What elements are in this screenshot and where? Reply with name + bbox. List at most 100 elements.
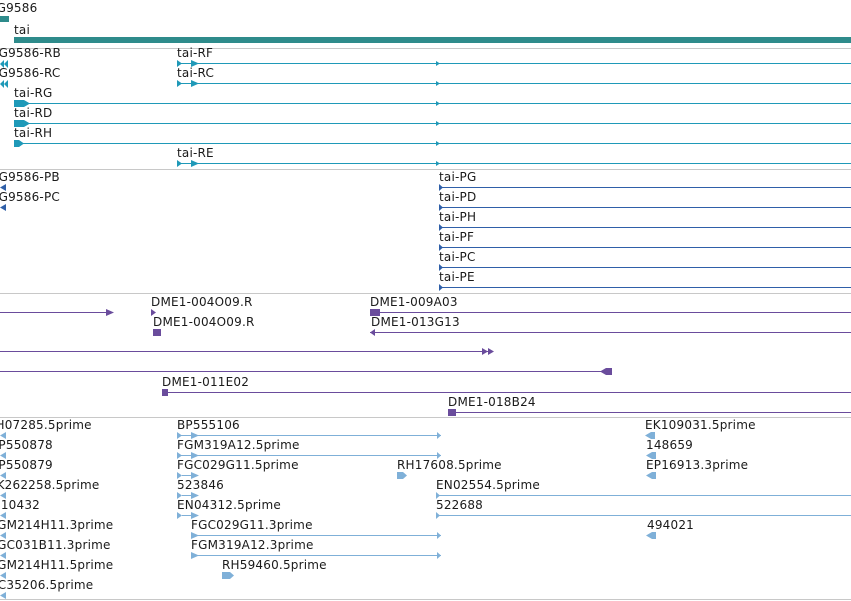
- est-feature[interactable]: [646, 472, 658, 479]
- transcript-tai-rd[interactable]: [14, 120, 851, 128]
- clone-feature[interactable]: [0, 309, 120, 317]
- transcript-label[interactable]: CG9586-RB: [0, 46, 61, 60]
- est-label[interactable]: 494021: [647, 518, 695, 532]
- est-feature[interactable]: [0, 472, 8, 479]
- transcript-tai-re[interactable]: [177, 160, 851, 168]
- clone-feature[interactable]: [370, 329, 851, 336]
- est-feature[interactable]: [191, 552, 443, 559]
- protein-label[interactable]: CG9586-PC: [0, 190, 60, 204]
- transcript-label[interactable]: CG9586-RC: [0, 66, 61, 80]
- est-feature[interactable]: [222, 572, 236, 579]
- est-label[interactable]: 522688: [436, 498, 484, 512]
- est-feature[interactable]: [645, 432, 657, 439]
- clone-feature[interactable]: [448, 409, 851, 416]
- est-label[interactable]: BP555106: [177, 418, 240, 432]
- est-feature[interactable]: [177, 452, 443, 459]
- transcript-label[interactable]: tai-RH: [14, 126, 53, 140]
- protein-label[interactable]: CG9586-PB: [0, 170, 60, 184]
- est-feature[interactable]: [646, 452, 658, 459]
- est-label[interactable]: BP550879: [0, 458, 53, 472]
- protein-cg9586-pb[interactable]: [0, 184, 8, 191]
- est-feature[interactable]: [177, 512, 201, 519]
- est-label[interactable]: EC35206.5prime: [0, 578, 94, 592]
- transcript-tai-rf[interactable]: [177, 60, 851, 68]
- est-feature[interactable]: [436, 512, 851, 519]
- protein-label[interactable]: tai-PH: [439, 210, 477, 224]
- est-feature[interactable]: [436, 492, 851, 499]
- protein-track: CG9586-PB CG9586-PC tai-PG tai-PD tai-PH…: [0, 170, 851, 292]
- clone-label[interactable]: DME1-004O09.R: [151, 295, 253, 309]
- clone-feature[interactable]: [162, 389, 851, 396]
- protein-cg9586-pc[interactable]: [0, 204, 8, 211]
- protein-label[interactable]: tai-PE: [439, 270, 475, 284]
- transcript-tai-rh[interactable]: [14, 140, 851, 148]
- protein-tai-pe[interactable]: [439, 284, 851, 291]
- est-label[interactable]: FGM214H11.5prime: [0, 558, 114, 572]
- est-label[interactable]: FGC031B11.3prime: [0, 538, 111, 552]
- est-label[interactable]: BP550878: [0, 438, 53, 452]
- gene-label-tai[interactable]: tai: [14, 23, 30, 37]
- clone-feature[interactable]: [0, 368, 620, 376]
- clone-feature[interactable]: [151, 309, 161, 316]
- est-label[interactable]: CK262258.5prime: [0, 478, 100, 492]
- est-feature[interactable]: [177, 432, 443, 439]
- gene-cg9586-feature[interactable]: [0, 16, 9, 22]
- clone-feature[interactable]: [153, 329, 163, 336]
- est-label[interactable]: FGM214H11.3prime: [0, 518, 114, 532]
- transcript-label[interactable]: tai-RD: [14, 106, 53, 120]
- est-label[interactable]: 523846: [177, 478, 225, 492]
- est-feature[interactable]: [397, 472, 409, 479]
- transcript-label[interactable]: tai-RG: [14, 86, 53, 100]
- clone-label[interactable]: DME1-013G13: [371, 315, 460, 329]
- est-label[interactable]: EN04312.5prime: [177, 498, 281, 512]
- clone-label[interactable]: DME1-009A03: [370, 295, 458, 309]
- est-label[interactable]: FGM319A12.5prime: [177, 438, 300, 452]
- protein-tai-pc[interactable]: [439, 264, 851, 271]
- gene-label-cg9586[interactable]: CG9586: [0, 1, 38, 15]
- protein-tai-pf[interactable]: [439, 244, 851, 251]
- est-feature[interactable]: [177, 492, 201, 499]
- transcript-label[interactable]: tai-RF: [177, 46, 214, 60]
- protein-tai-pd[interactable]: [439, 204, 851, 211]
- protein-tai-pg[interactable]: [439, 184, 851, 191]
- protein-label[interactable]: tai-PF: [439, 230, 475, 244]
- est-label[interactable]: FGM319A12.3prime: [191, 538, 314, 552]
- protein-label[interactable]: tai-PD: [439, 190, 477, 204]
- est-feature[interactable]: [0, 512, 8, 519]
- transcript-tai-rc[interactable]: [177, 80, 851, 88]
- est-feature[interactable]: [646, 532, 658, 539]
- transcript-tai-rg[interactable]: [14, 100, 851, 108]
- est-feature[interactable]: [191, 532, 443, 539]
- est-label[interactable]: EN02554.5prime: [436, 478, 540, 492]
- est-feature[interactable]: [0, 592, 8, 599]
- clone-feature[interactable]: [0, 348, 500, 356]
- est-label[interactable]: FGC029G11.5prime: [177, 458, 299, 472]
- transcript-cg9586-rc[interactable]: [0, 80, 10, 88]
- est-feature[interactable]: [0, 432, 8, 439]
- est-feature[interactable]: [0, 572, 8, 579]
- protein-label[interactable]: tai-PG: [439, 170, 477, 184]
- est-label[interactable]: 510432: [0, 498, 41, 512]
- est-feature[interactable]: [0, 532, 8, 539]
- transcript-cg9586-rb[interactable]: [0, 60, 10, 68]
- protein-label[interactable]: tai-PC: [439, 250, 476, 264]
- gene-tai-feature[interactable]: [14, 37, 851, 43]
- clone-label[interactable]: DME1-011E02: [162, 375, 250, 389]
- est-label[interactable]: 148659: [646, 438, 694, 452]
- est-label[interactable]: RH59460.5prime: [222, 558, 327, 572]
- clone-feature[interactable]: [370, 309, 851, 316]
- transcript-label[interactable]: tai-RE: [177, 146, 214, 160]
- est-label[interactable]: GH07285.5prime: [0, 418, 92, 432]
- est-feature[interactable]: [0, 452, 8, 459]
- est-feature[interactable]: [177, 472, 201, 479]
- est-label[interactable]: FGC029G11.3prime: [191, 518, 313, 532]
- est-label[interactable]: RH17608.5prime: [397, 458, 502, 472]
- protein-tai-ph[interactable]: [439, 224, 851, 231]
- est-feature[interactable]: [0, 492, 8, 499]
- est-label[interactable]: EK109031.5prime: [645, 418, 756, 432]
- est-feature[interactable]: [0, 552, 8, 559]
- clone-label[interactable]: DME1-018B24: [448, 395, 536, 409]
- clone-label[interactable]: DME1-004O09.R: [153, 315, 255, 329]
- transcript-label[interactable]: tai-RC: [177, 66, 215, 80]
- est-label[interactable]: EP16913.3prime: [646, 458, 749, 472]
